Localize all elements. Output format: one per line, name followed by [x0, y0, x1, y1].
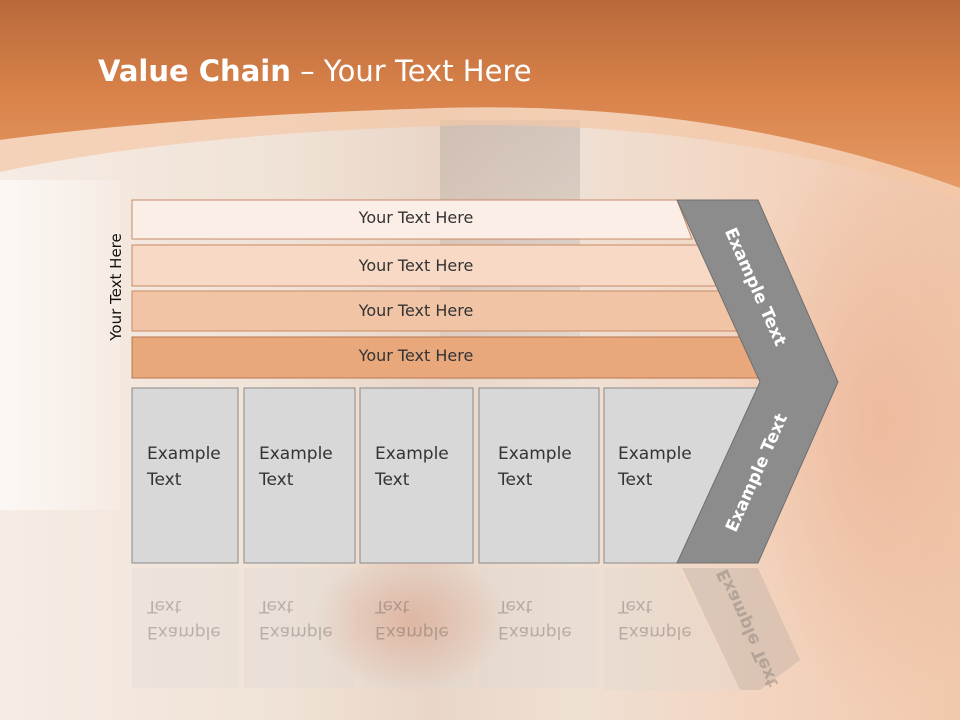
cell-3-line1: Example	[375, 444, 449, 464]
cell-4-line2: Text	[498, 470, 533, 490]
cell-2-line2: Text	[259, 470, 294, 490]
cell-5-refl-line2: Text	[618, 596, 653, 616]
chevron-shape	[676, 199, 839, 564]
cell-4-reflection: Example Text	[483, 568, 599, 698]
background-refrigerator	[0, 180, 120, 510]
band-1	[131, 199, 693, 240]
cell-2-refl-line1: Example	[259, 622, 333, 642]
cell-3-line2: Text	[375, 470, 410, 490]
title-rest: – Your Text Here	[290, 54, 532, 88]
cell-1-box	[131, 387, 239, 564]
cell-2-line1: Example	[259, 444, 333, 464]
cell-3-box	[359, 387, 474, 564]
cell-1-refl-line1: Example	[147, 622, 221, 642]
cell-2-reflection: Example Text	[244, 568, 355, 698]
header-banner	[0, 0, 960, 200]
cell-5-reflection: Example Text	[603, 568, 723, 698]
cell-1-line2: Text	[147, 470, 182, 490]
title-bold: Value Chain	[98, 54, 291, 88]
cell-4-box	[478, 387, 600, 564]
cell-4-refl-line2: Text	[498, 596, 533, 616]
cell-1-refl-line2: Text	[147, 596, 182, 616]
cell-2-refl-line2: Text	[259, 596, 294, 616]
diagram-reflection	[132, 568, 800, 690]
cell-3-reflection: Example Text	[360, 568, 473, 698]
cell-5-refl-line1: Example	[618, 622, 692, 642]
cell-4-line1: Example	[498, 444, 572, 464]
slide-title: Value Chain – Your Text Here	[98, 54, 532, 88]
band-2-label: Your Text Here	[358, 256, 474, 275]
cell-1-line1: Example	[147, 444, 221, 464]
cell-1-reflection: Example Text	[132, 568, 238, 698]
cell-2-box	[243, 387, 356, 564]
cell-4-refl-line1: Example	[498, 622, 572, 642]
cell-3-refl-line1: Example	[375, 622, 449, 642]
band-1-label: Your Text Here	[358, 208, 474, 227]
cell-5-line2: Text	[618, 470, 653, 490]
band-3-label: Your Text Here	[358, 301, 474, 320]
band-4-label: Your Text Here	[358, 346, 474, 365]
cell-5-line1: Example	[618, 444, 692, 464]
cell-3-refl-line2: Text	[375, 596, 410, 616]
